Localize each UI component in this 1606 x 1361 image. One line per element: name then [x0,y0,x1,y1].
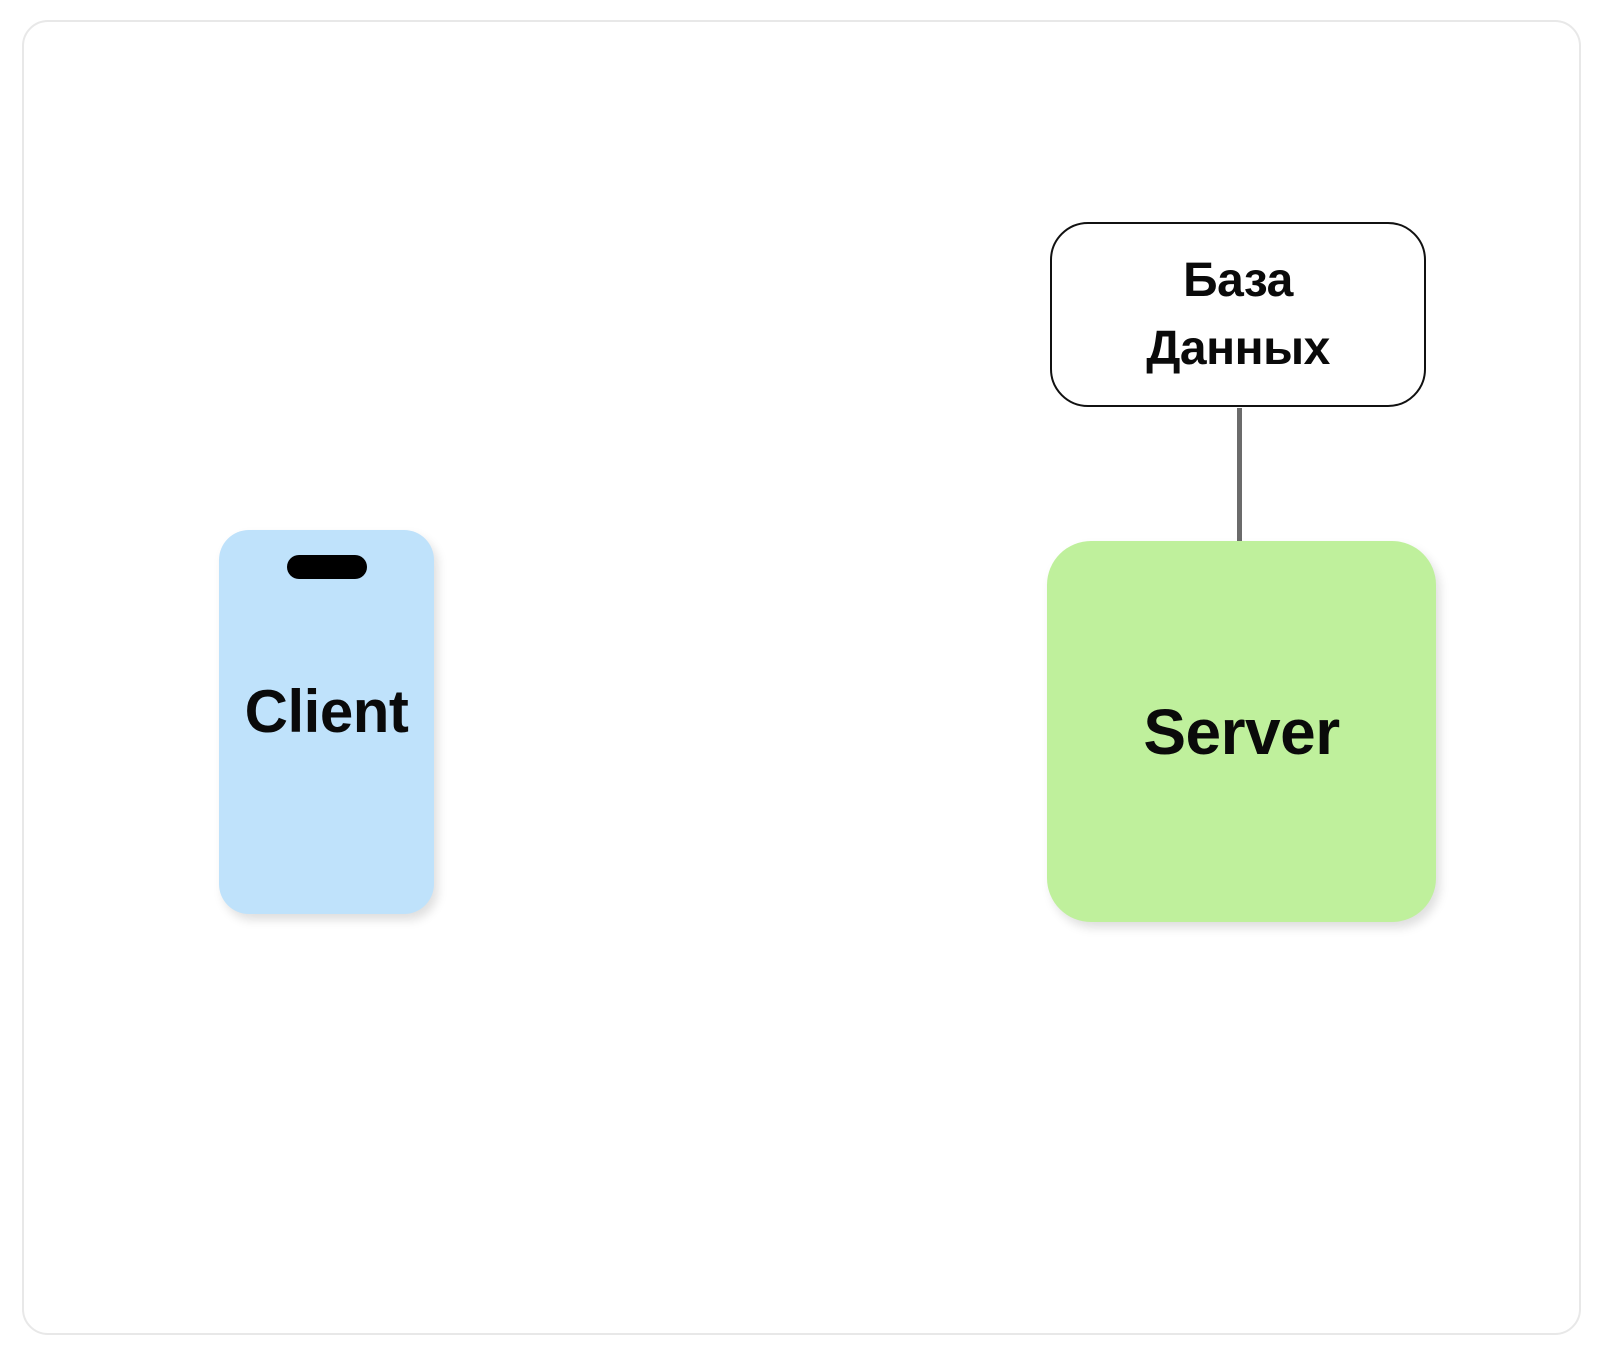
node-database-label-line2: Данных [1146,321,1330,375]
node-client-label: Client [244,678,409,745]
phone-notch-icon [286,555,367,579]
edge-database-to-server [1237,408,1242,542]
node-client[interactable]: Client [219,530,434,914]
node-database-label-line1: База [1183,253,1293,307]
node-database[interactable]: База Данных [1050,222,1426,407]
node-server-label: Server [1143,695,1340,768]
node-server[interactable]: Server [1047,541,1436,922]
diagram-canvas: Client База Данных Server [22,20,1581,1335]
